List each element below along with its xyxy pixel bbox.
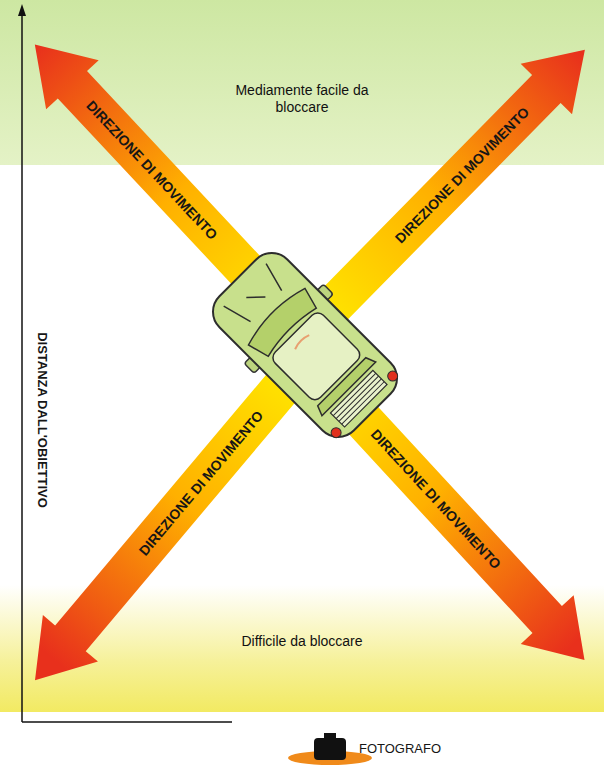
photographer-label: FOTOGRAFO [359,741,441,756]
zone-band: Mediamente facile da bloccare [0,0,604,165]
movement-arrow [254,306,604,685]
direction-label: DIREZIONE DI MOVIMENTO [136,407,267,558]
zone-text: Mediamente facile da bloccare [217,82,387,116]
axis-arrowhead [18,4,26,16]
zone-band: Difficile da bloccare [0,585,604,712]
movement-arrow [254,25,604,386]
car-illustration [198,238,412,452]
movement-arrow [9,20,357,385]
direction-label: DIREZIONE DI MOVIMENTO [368,426,505,572]
movement-arrow [7,307,357,704]
zone-text: Difficile da bloccare [217,633,387,650]
axis [22,14,232,722]
axis-label: DISTANZA DALL'OBIETTIVO [35,332,50,508]
